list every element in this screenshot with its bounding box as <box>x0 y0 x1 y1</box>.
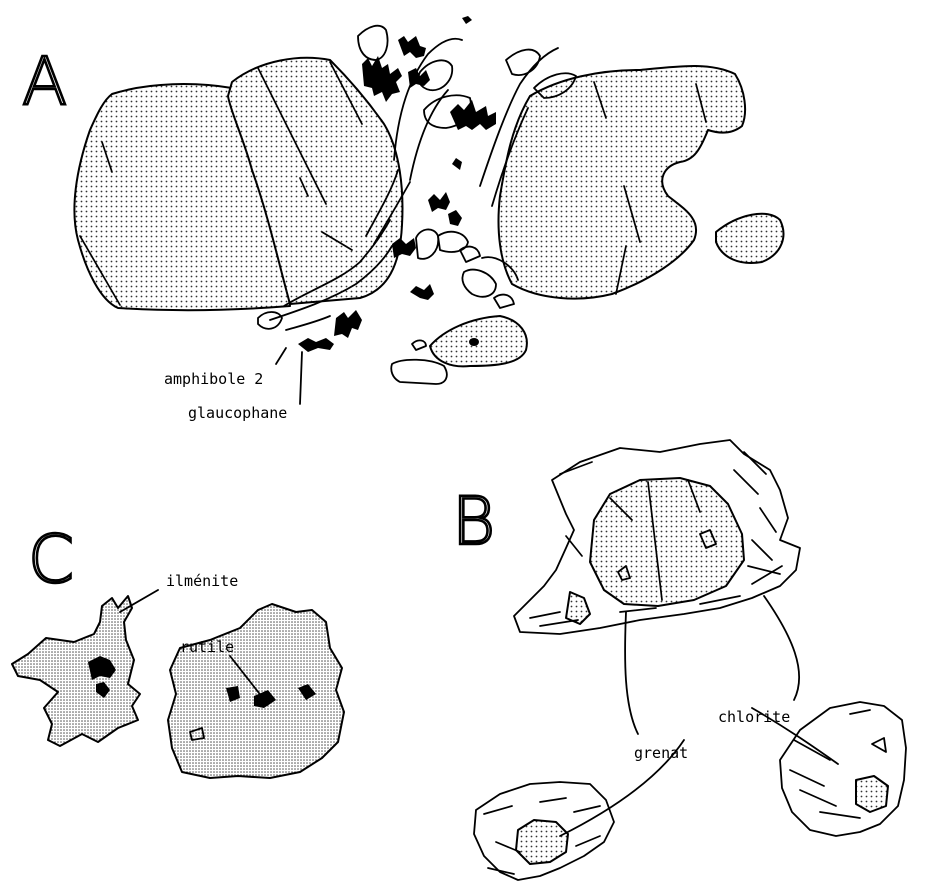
ilmenite-grain-right <box>168 604 344 778</box>
panel-b: B grenat chlorite <box>452 440 906 880</box>
panel-a: A <box>22 16 783 422</box>
label-ilmenite: ilménite <box>166 572 238 590</box>
ilmenite-grain-left <box>12 596 140 746</box>
garnet-grain-b <box>590 478 744 606</box>
label-glaucophane: glaucophane <box>188 404 287 422</box>
panel-c-letter: C <box>28 521 74 598</box>
label-grenat: grenat <box>634 744 688 762</box>
garnet-grain-small <box>716 214 783 263</box>
garnet-grain-small-b <box>516 820 568 864</box>
label-chlorite: chlorite <box>718 708 790 726</box>
label-rutile: rutile <box>180 638 234 656</box>
panel-a-letter: A <box>22 43 67 120</box>
label-amphibole: amphibole 2 <box>164 370 263 388</box>
panel-b-letter: B <box>452 483 495 560</box>
panel-c: C ilménite rutile <box>12 521 344 778</box>
